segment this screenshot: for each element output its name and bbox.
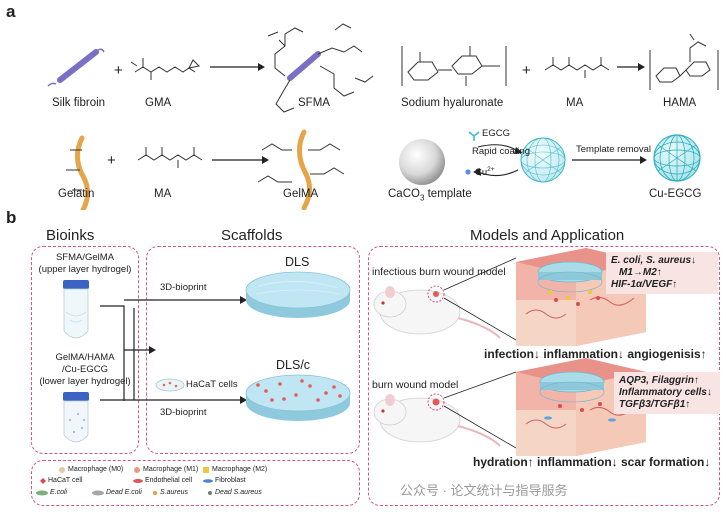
models-header: Models and Application [470,227,625,244]
legend-box [31,460,360,506]
plus-sign-3: + [107,152,116,169]
legend-m2: Macrophage (M2) [212,466,268,473]
hacat-petri-dish [155,378,185,392]
legend-saureus: S.aureus [160,489,189,496]
hacat-cells-label: HaCaT cells [186,379,238,390]
ma-label-1: MA [566,97,584,109]
bioprint-label-1: 3D-bioprint [160,282,207,293]
sfma-structure [267,23,374,113]
coated-sphere [520,137,566,183]
findings-infectious: E. coli, S. aureus↓ M1→M2↑ HIF-1α/VEGF↑ [606,252,718,294]
ma-structure-1 [544,57,610,78]
dlsc-label: DLS/c [276,358,311,372]
burn-model-label: burn wound model [372,379,459,391]
gma-label: GMA [145,97,172,109]
gelatin-label: Gelatin [58,188,95,200]
findings-burn: AQP3, Filaggrin↑ Inflammatory cells↓ TGF… [614,372,720,414]
effects-burn: hydration↑ inflammation↓ scar formation↓ [473,455,711,469]
mouse-burn [373,393,501,447]
legend-dead-ecoli: Dead E.coli [106,489,142,496]
rapid-coating-label: Rapid coating [472,146,531,157]
cu-egcg-cage [653,134,701,182]
watermark-text: 公众号 · 论文统计与指导服务 [400,483,568,498]
dls-scaffold [245,271,351,318]
gelma-label: GelMA [283,188,319,200]
dls-label: DLS [285,255,310,269]
legend-hacat: HaCaT cell [48,477,83,484]
legend-fibroblast: Fibroblast [215,477,246,484]
bioink-tube-upper [63,280,89,339]
caco3-template-sphere [399,139,445,185]
sfma-label: SFMA [298,97,330,109]
panel-b-label: b [6,208,17,227]
bioink-connectors [100,299,240,401]
ma-label-2: MA [154,188,172,200]
legend-m1: Macrophage (M1) [143,466,199,473]
template-removal-label: Template removal [576,144,651,155]
panel-a-structures [47,23,719,210]
legend-m0: Macrophage (M0) [68,466,124,473]
plus-sign-1: + [114,62,123,79]
caco3-template-label: CaCO3 template [388,188,472,203]
gelatin-structure [66,135,90,210]
bioink-upper-label: SFMA/GelMA (upper layer hydrogel) [38,252,132,275]
ma-structure-2 [137,147,203,168]
silk-fibroin-label: Silk fibroin [52,97,106,109]
sodium-hyaluronate-structure [401,46,507,86]
cu-ion-icon [465,169,471,175]
effects-infectious: infection↓ inflammation↓ angiogenisis↑ [484,347,707,361]
legend-ecoli: E.coli [50,489,68,496]
plus-sign-2: + [522,62,531,79]
mouse-infectious [373,285,501,339]
hama-structure [649,33,719,90]
dlsc-scaffold [245,374,351,421]
skin-block-burn [516,358,646,456]
scaffolds-header: Scaffolds [221,227,283,244]
gelma-structure [257,129,345,210]
egcg-label: EGCG [482,128,510,139]
silk-fibroin-structure [47,48,105,87]
panel-a-label: a [6,2,16,21]
bioinks-header: Bioinks [46,227,95,244]
hama-label: HAMA [663,97,697,109]
cu-egcg-label: Cu-EGCG [649,188,702,200]
bioink-tube-lower [63,392,89,443]
bioprint-label-2: 3D-bioprint [160,407,207,418]
legend-dead-saureus: Dead S.aureus [215,489,262,496]
gma-structure [130,58,201,80]
cu-label: Cu2+ [475,166,495,179]
legend-glyphs [36,467,213,496]
sodium-hyaluronate-label: Sodium hyaluronate [401,97,504,109]
egcg-icon [468,131,480,141]
legend-endothelial: Endothelial cell [145,477,193,484]
bioink-lower-label: GelMA/HAMA /Cu-EGCG (lower layer hydroge… [39,352,131,387]
infectious-model-label: infectious burn wound model [372,266,506,278]
